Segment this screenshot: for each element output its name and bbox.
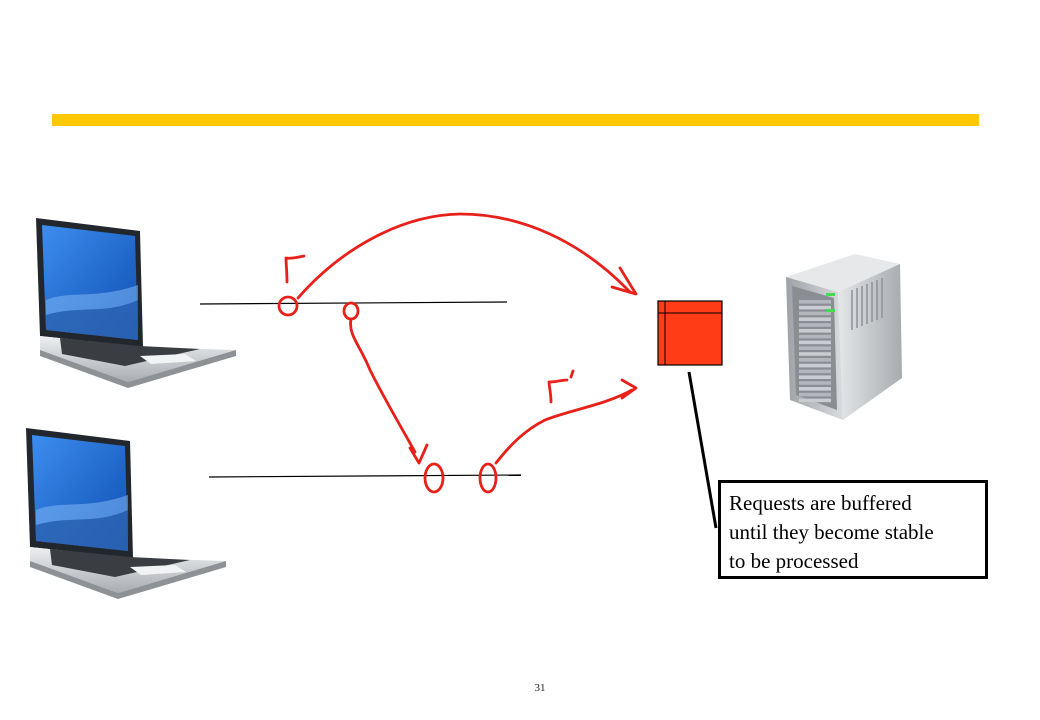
laptop-icon-bottom [26,428,226,599]
server-tower-icon [786,254,902,420]
drive-bay [799,334,831,339]
drive-bay [799,369,831,374]
drive-bay [799,346,831,350]
drive-bay [799,352,831,356]
request-label-r-stroke [284,254,306,284]
drive-bay [799,398,831,403]
drive-bay [799,363,831,368]
message-circle [342,301,360,321]
title-bar [52,114,979,126]
message-circle [423,462,445,494]
drive-bay [799,387,831,391]
drive-bay [799,340,831,345]
page-number: 31 [534,682,546,694]
callout-line: to be processed [729,549,859,573]
arrow-head [620,378,638,400]
request-buffer [657,300,723,366]
callout-pointer [687,371,718,529]
timeline-bottom [208,474,522,478]
drive-bay [799,305,831,310]
forward-arrow [296,212,632,300]
callout-line: Requests are buffered [729,491,912,515]
callout-line: until they become stable [729,520,934,544]
arrow-head [610,266,638,296]
request-label-r-prime-stroke [547,378,569,404]
drive-bay [799,300,831,304]
message-circle [478,462,498,494]
drive-bay [799,311,831,316]
drive-bay [799,317,831,321]
drive-bay [799,375,831,379]
message-circle [277,295,299,317]
drive-bay [799,381,831,385]
forward-arrow [494,388,634,465]
drive-bay [799,329,831,333]
laptop-icon-top [36,218,236,388]
drive-bay [799,358,831,362]
drive-bay [799,392,831,397]
buffer-callout: Requests are buffered until they become … [718,480,988,579]
arrow-head [408,443,429,465]
forward-arrow [349,317,417,454]
drive-bay [799,323,831,327]
